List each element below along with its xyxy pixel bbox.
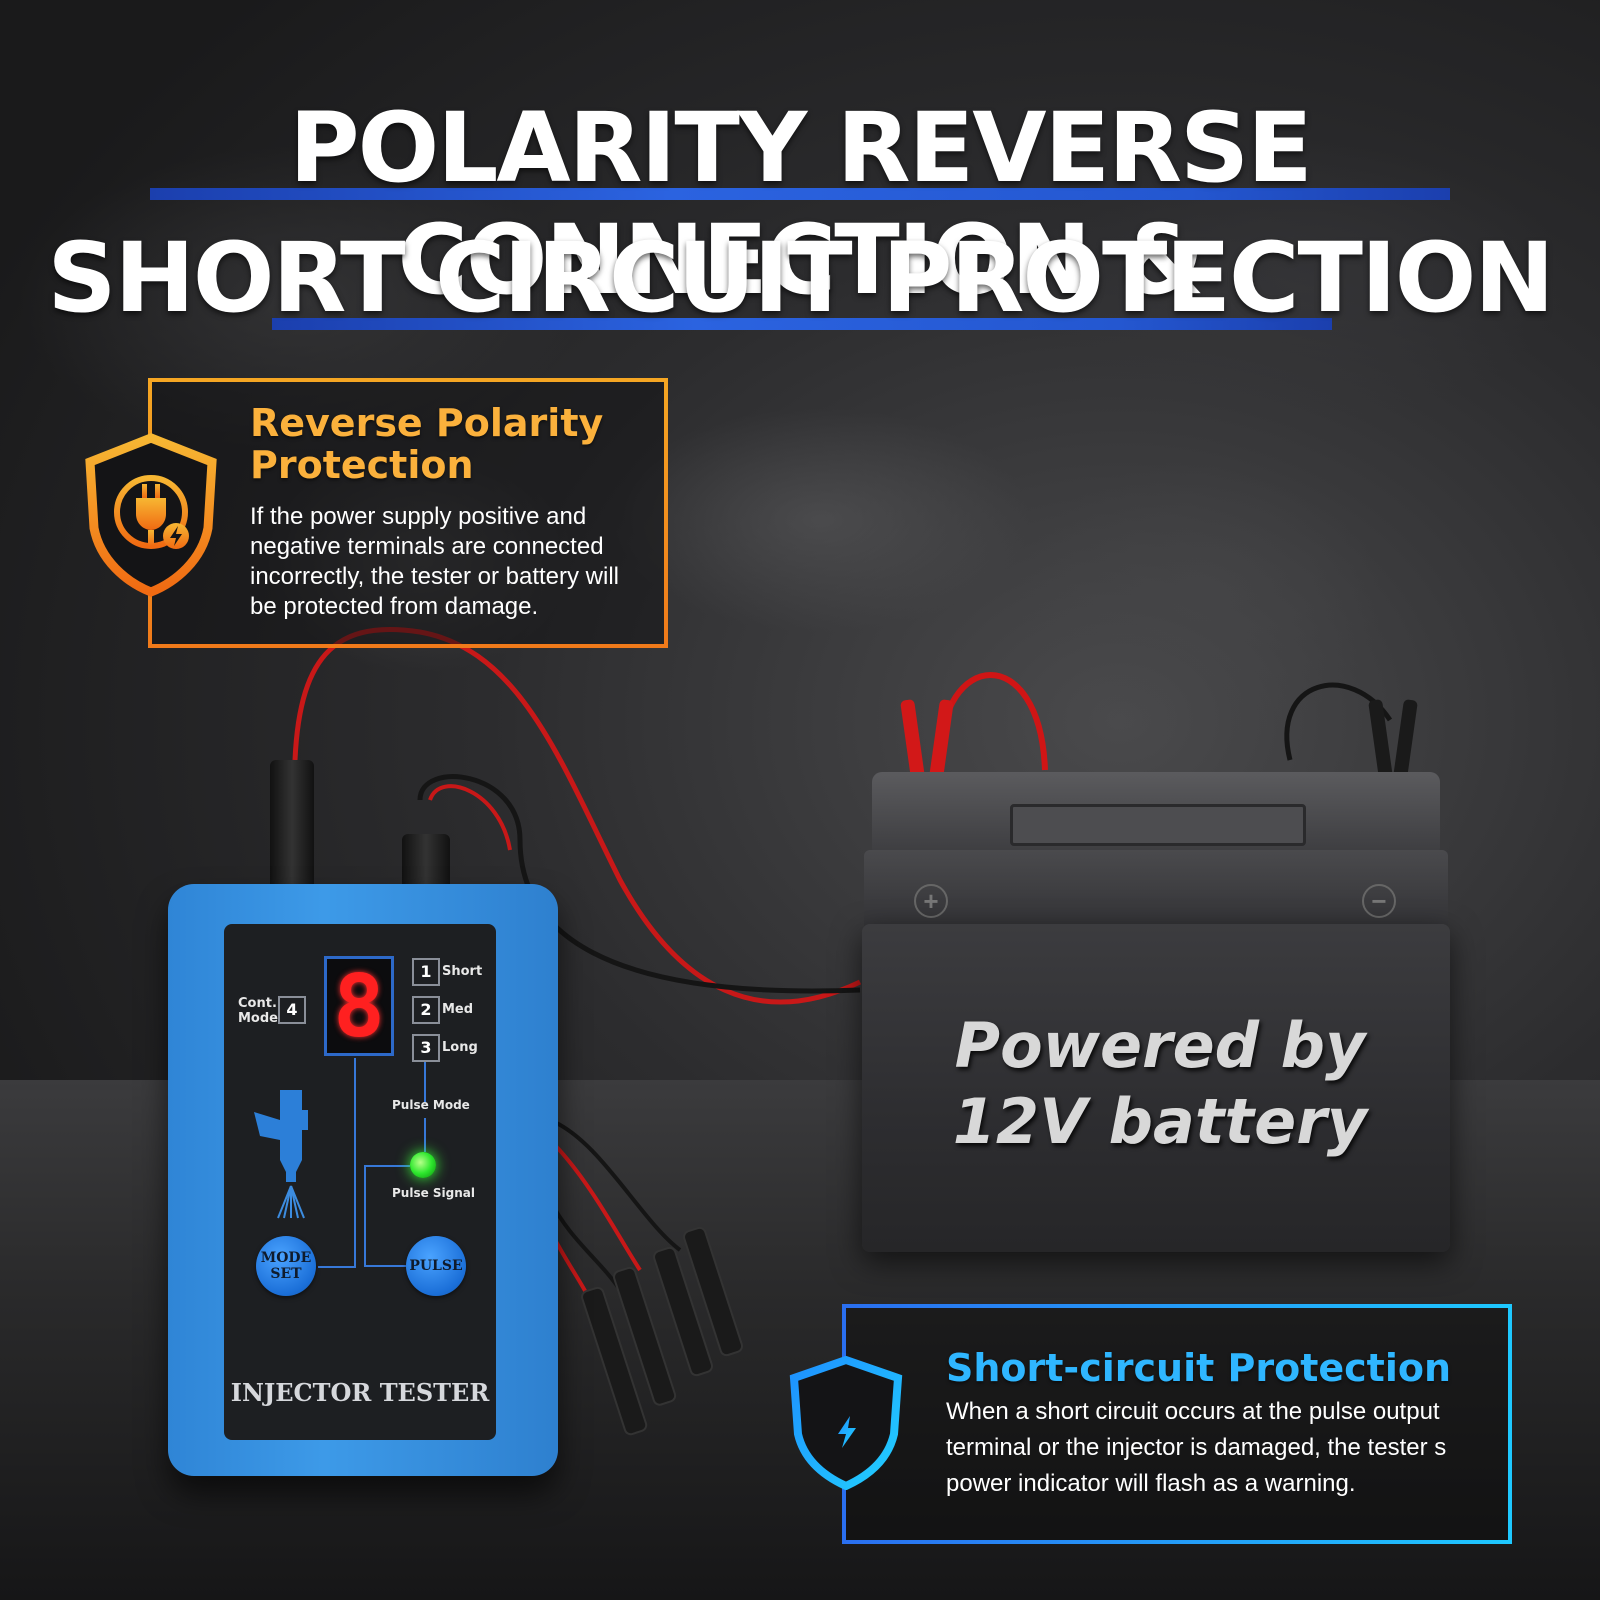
short-circuit-heading: Short-circuit Protection (946, 1346, 1452, 1390)
circuit-trace (364, 1165, 366, 1265)
negative-terminal-symbol: − (1362, 884, 1396, 918)
battery-label: Powered by 12V battery (900, 1008, 1420, 1160)
power-plug-connector (270, 760, 314, 888)
mode-number-3: 3 (412, 1034, 440, 1062)
pulse-mode-label: Pulse Mode (392, 1098, 470, 1112)
battery-label-line-2: 12V battery (952, 1085, 1368, 1158)
mode-label-med: Med (442, 1002, 474, 1017)
plug-shield-icon (85, 433, 217, 597)
circuit-trace (354, 1058, 356, 1266)
mode-set-button[interactable]: MODE SET (256, 1236, 316, 1296)
cont-mode-label-line-2: Mode (238, 1011, 278, 1026)
pulse-button[interactable]: PULSE (406, 1236, 466, 1296)
pulse-signal-led (410, 1152, 436, 1178)
reverse-polarity-heading-line-1: Reverse Polarity (250, 401, 604, 445)
reverse-polarity-callout (148, 378, 668, 648)
mode-label-long: Long (442, 1040, 478, 1055)
red-clamp-wire (937, 672, 1048, 771)
seven-segment-display: 8 (324, 956, 394, 1056)
test-leads (581, 1226, 744, 1436)
circuit-trace (364, 1165, 410, 1167)
page-title-line-2: SHORT CIRCUIT PROTECTION (47, 222, 1554, 334)
battery-label-line-1: Powered by (954, 1009, 1366, 1082)
circuit-shield-icon (789, 1356, 903, 1490)
title-underline-1 (150, 188, 1450, 200)
mode-set-button-label-2: SET (270, 1266, 302, 1282)
cont-mode-label: Cont. Mode (238, 996, 278, 1026)
short-circuit-description: When a short circuit occurs at the pulse… (946, 1398, 1447, 1497)
cont-mode-label-line-1: Cont. (238, 996, 277, 1011)
mode-label-short: Short (442, 964, 483, 979)
mode-set-button-label-1: MODE (260, 1250, 312, 1266)
mode-number-1: 1 (412, 958, 440, 986)
mode-number-4: 4 (278, 996, 306, 1024)
title-underline-2 (272, 318, 1332, 330)
pulse-button-label: PULSE (409, 1258, 463, 1274)
pulse-signal-label: Pulse Signal (392, 1186, 476, 1200)
circuit-trace (424, 1118, 426, 1152)
injector-icon (254, 1090, 308, 1219)
battery-ridge (1010, 804, 1306, 846)
circuit-trace (364, 1265, 406, 1267)
positive-terminal-symbol: + (914, 884, 948, 918)
circuit-trace (318, 1266, 356, 1268)
output-plug-connector (402, 834, 450, 890)
reverse-polarity-heading-line-2: Protection (250, 443, 474, 487)
tester-name-label: INJECTOR TESTER (230, 1378, 490, 1407)
black-power-wire (417, 774, 861, 994)
circuit-trace (424, 1062, 426, 1102)
mode-number-2: 2 (412, 996, 440, 1024)
battery-body (862, 924, 1450, 1252)
reverse-polarity-description: If the power supply positive and negativ… (250, 503, 620, 620)
reverse-polarity-heading: Reverse Polarity Protection (250, 402, 650, 486)
page-title-line-1: POLARITY REVERSE CONNECTION & (289, 92, 1313, 316)
short-circuit-callout (842, 1304, 1512, 1544)
battery-lid (864, 850, 1448, 930)
